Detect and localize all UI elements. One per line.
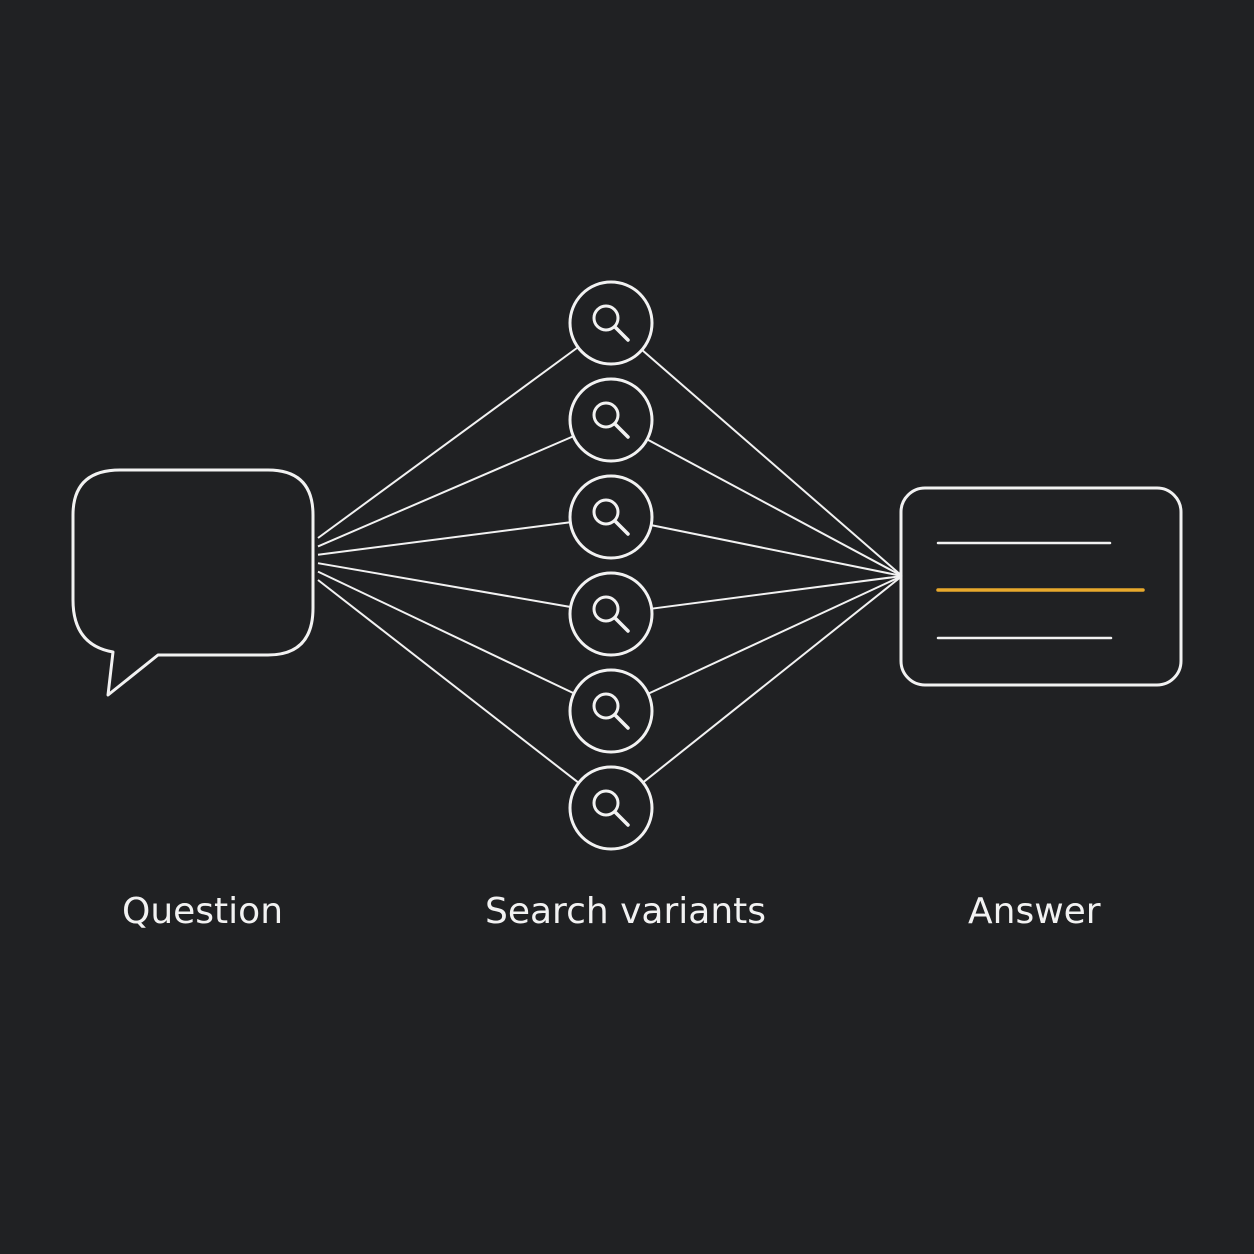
search-node-circle — [568, 765, 654, 851]
connector-question-to-search — [317, 435, 574, 548]
search-node-circle — [568, 668, 654, 754]
magnifier-handle — [613, 422, 630, 439]
search-variant-nodes — [568, 280, 654, 851]
connector-search-to-answer — [641, 349, 903, 577]
magnifier-handle — [613, 325, 630, 342]
answer-label: Answer — [968, 891, 1101, 932]
magnifier-icon — [592, 498, 630, 536]
connector-question-to-search — [317, 579, 580, 784]
question-label: Question — [122, 891, 284, 932]
search-variants-label: Search variants — [485, 891, 767, 932]
magnifier-lens — [592, 498, 620, 526]
connector-search-to-answer — [646, 438, 903, 577]
search-variant-node — [568, 474, 654, 560]
connector-search-to-answer — [650, 524, 903, 577]
answer-lines — [936, 541, 1145, 640]
magnifier-icon — [592, 692, 630, 730]
search-node-circle — [568, 377, 654, 463]
magnifier-handle — [613, 616, 630, 633]
speech-bubble-icon — [71, 468, 315, 697]
magnifier-lens — [592, 304, 620, 332]
connector-lines — [317, 346, 903, 784]
connector-search-to-answer — [647, 575, 903, 695]
connector-question-to-search — [317, 570, 575, 695]
magnifier-lens — [592, 789, 620, 817]
search-node-circle — [568, 280, 654, 366]
connector-question-to-search — [317, 562, 571, 608]
magnifier-icon — [592, 595, 630, 633]
magnifier-handle — [613, 519, 630, 536]
magnifier-handle — [613, 810, 630, 827]
search-node-circle — [568, 474, 654, 560]
magnifier-handle — [613, 713, 630, 730]
connector-question-to-search — [317, 521, 571, 556]
connector-search-to-answer — [651, 575, 903, 610]
search-variant-node — [568, 377, 654, 463]
search-variant-node — [568, 280, 654, 366]
search-variant-node — [568, 571, 654, 657]
search-variant-node — [568, 668, 654, 754]
magnifier-lens — [592, 692, 620, 720]
search-variant-node — [568, 765, 654, 851]
magnifier-lens — [592, 595, 620, 623]
connector-search-to-answer — [642, 575, 903, 784]
document-card-icon — [899, 486, 1183, 687]
connector-question-to-search — [317, 346, 579, 539]
magnifier-lens — [592, 401, 620, 429]
magnifier-icon — [592, 401, 630, 439]
magnifier-icon — [592, 304, 630, 342]
magnifier-icon — [592, 789, 630, 827]
search-node-circle — [568, 571, 654, 657]
answer-card — [899, 486, 1183, 687]
